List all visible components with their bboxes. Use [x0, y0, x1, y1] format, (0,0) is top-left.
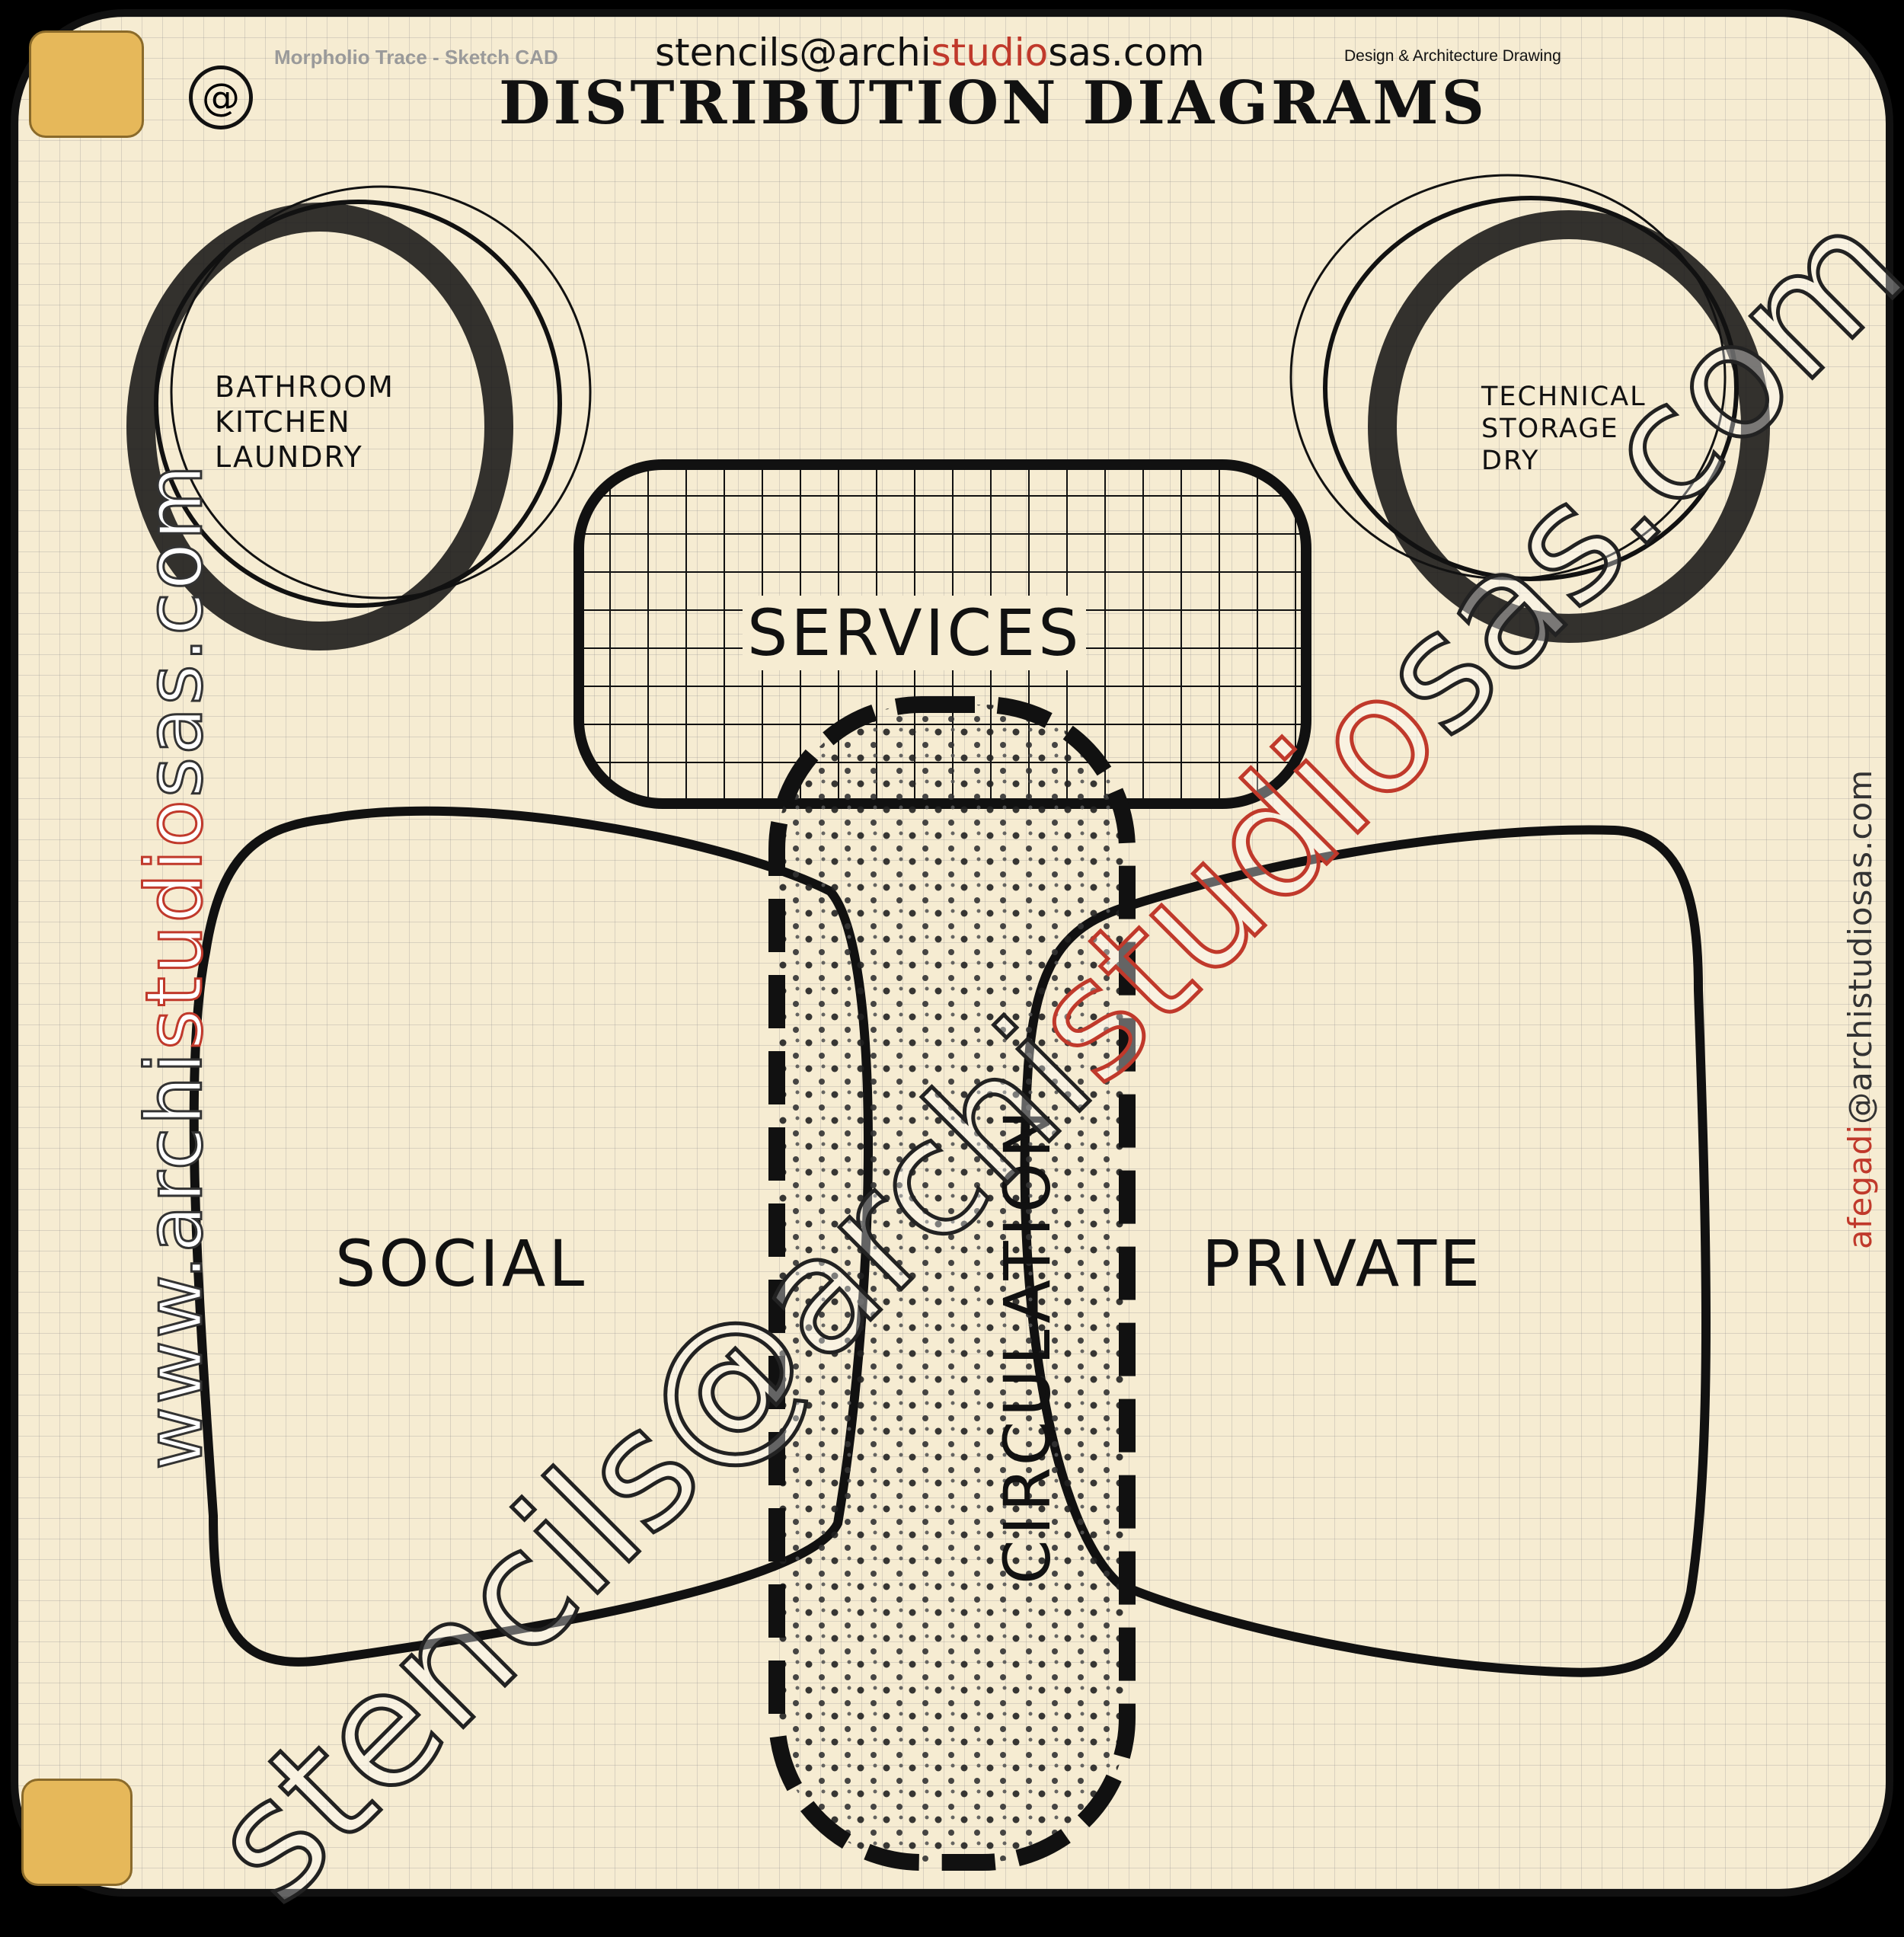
header-email-part3: sas.com: [1048, 30, 1205, 75]
contact-part1: afegadi: [1842, 1124, 1879, 1249]
label-kitchen: KITCHEN: [215, 405, 351, 439]
label-bathroom: BATHROOM: [215, 370, 395, 404]
left-circle: [126, 185, 592, 650]
app-name-label: Morpholio Trace - Sketch CAD: [274, 46, 558, 69]
social-label: SOCIAL: [335, 1226, 588, 1301]
services-label: SERVICES: [743, 596, 1087, 670]
left-circle-label: BATHROOM KITCHEN LAUNDRY: [215, 369, 395, 475]
right-circle-label: TECHNICAL STORAGE DRY: [1481, 381, 1647, 477]
page-title: DISTRIBUTION DIAGRAMS: [499, 69, 1487, 138]
label-laundry: LAUNDRY: [215, 440, 363, 474]
header-email-prefix: stencils@: [655, 30, 838, 75]
private-label: PRIVATE: [1202, 1226, 1484, 1301]
contact-vertical-text: afegadi@archistudiosas.com: [1842, 769, 1879, 1249]
at-sign-logo-text: @: [202, 75, 240, 120]
contact-part2: @archistudiosas.com: [1842, 769, 1879, 1124]
header-email-part2: studio: [931, 30, 1049, 75]
label-storage: STORAGE: [1481, 414, 1619, 444]
website-part1: www.archi: [129, 1049, 222, 1472]
at-sign-logo: @: [189, 66, 253, 129]
right-circle: [1289, 174, 1770, 643]
label-technical: TECHNICAL: [1481, 382, 1647, 412]
morpholio-app-logo-top: [29, 30, 144, 138]
website-vertical-text: www.archistudiosas.com: [129, 462, 222, 1472]
label-dry: DRY: [1481, 446, 1540, 476]
morpholio-app-logo-bottom: [21, 1779, 133, 1886]
tagline: Design & Architecture Drawing: [1344, 47, 1561, 65]
circulation-zone: [768, 696, 1136, 1871]
website-part2: studio: [129, 797, 222, 1051]
header-email: stencils@archistudiosas.com: [655, 30, 1205, 75]
website-part3: sas.com: [129, 462, 222, 799]
header-email-part1: archi: [837, 30, 931, 75]
